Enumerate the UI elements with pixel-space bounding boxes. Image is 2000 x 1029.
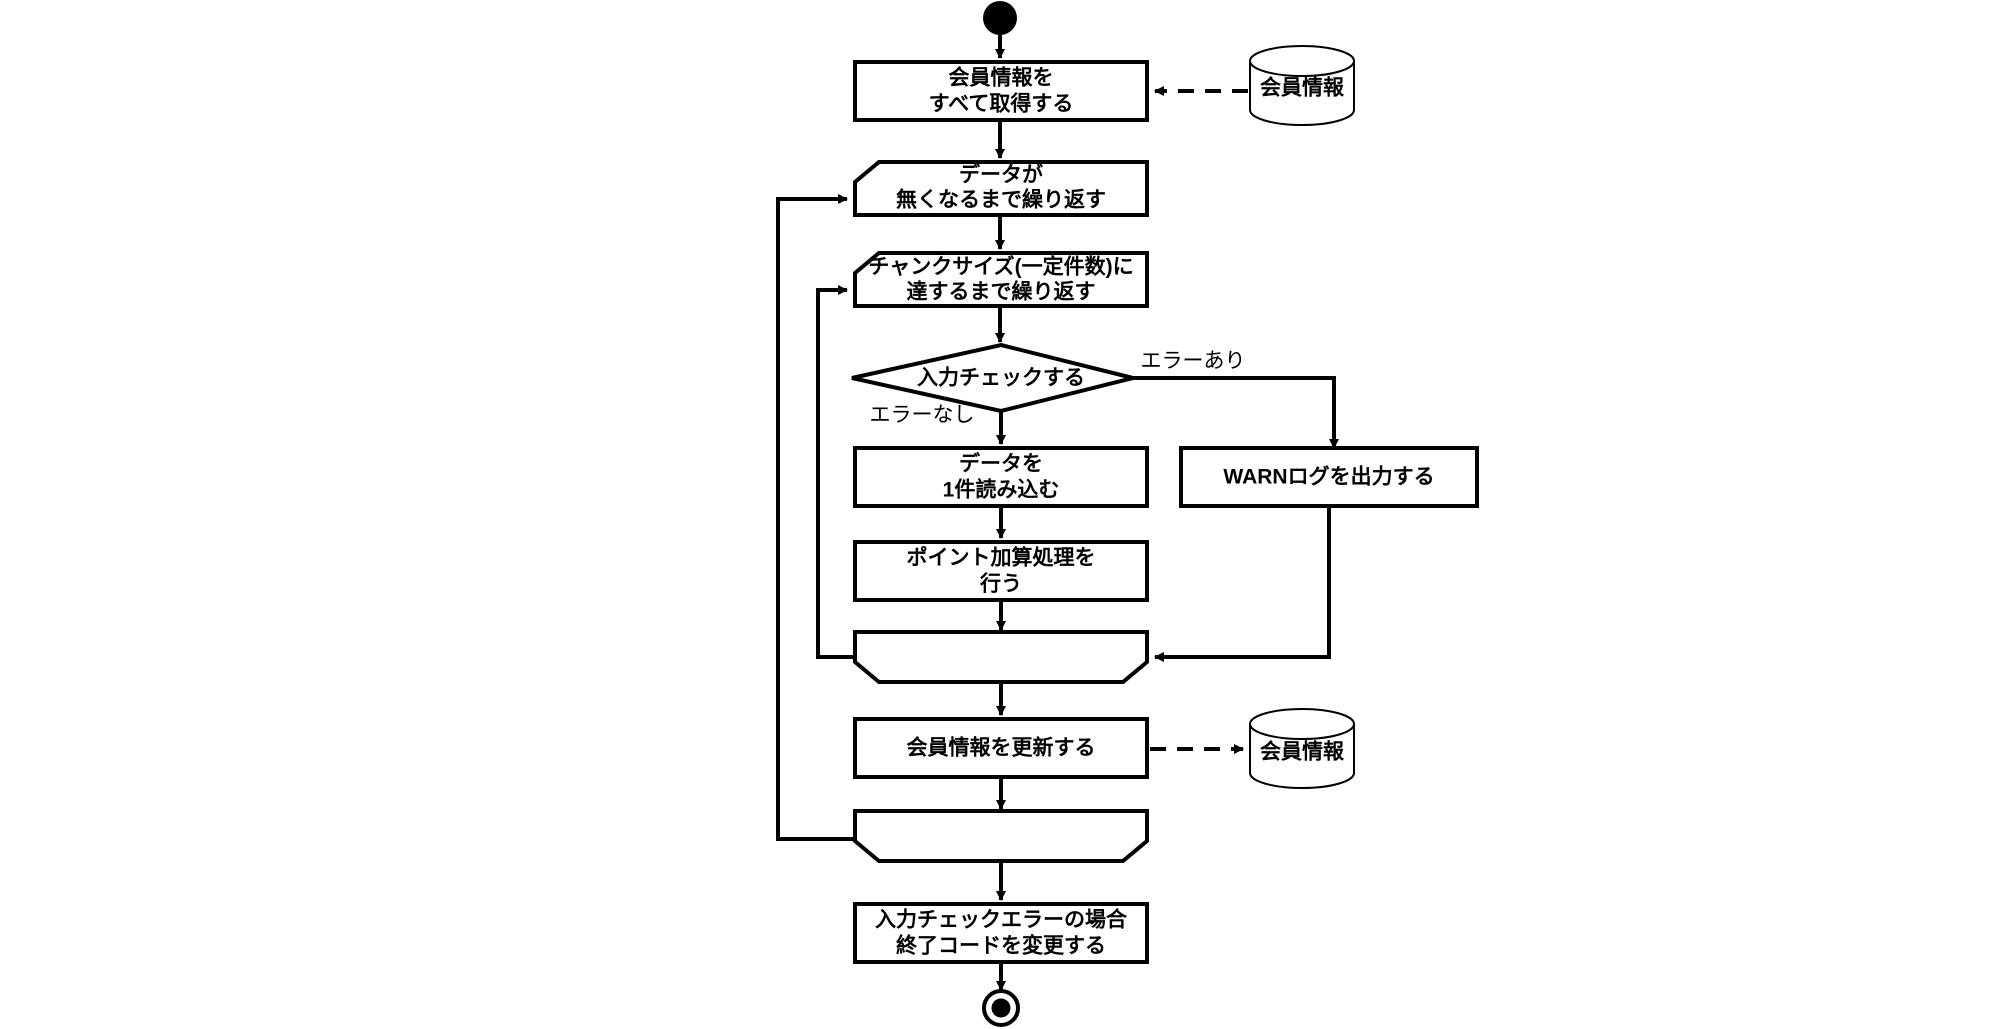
edge-label-error-no: エラーなし [870,404,975,427]
node-input-check: 入力チェックする [851,342,1134,414]
node-db-read-label: 会員情報 [1260,76,1345,100]
edge-loop-data-back [776,194,855,841]
node-db-write: 会員情報 [1249,708,1355,789]
node-exit-code-line2: 終了コードを変更する [896,934,1106,958]
node-exit-code: 入力チェックエラーの場合 終了コードを変更する [853,902,1149,964]
node-warn-log: WARNログを出力する [1179,446,1479,508]
node-read-one-line1: データを [959,452,1043,476]
node-loop-data-start-line2: 無くなるまで繰り返す [896,188,1106,212]
start-node [983,1,1017,35]
node-add-points-line2: 行う [979,572,1022,596]
node-add-points-line1: ポイント加算処理を [907,546,1096,570]
node-read-one: データを 1件読み込む [853,446,1149,508]
edge-loop-chunk-back [816,285,855,659]
node-loop-chunk-start-line1: チャンクサイズ(一定件数)に [868,255,1133,279]
node-loop-chunk-end [853,630,1149,684]
node-loop-data-end [853,809,1149,863]
node-read-one-line2: 1件読み込む [943,478,1060,502]
node-update-members-label: 会員情報を更新する [907,736,1096,760]
node-loop-data-start-line1: データが [959,163,1043,187]
node-db-write-label: 会員情報 [1260,740,1345,764]
node-exit-code-line1: 入力チェックエラーの場合 [875,908,1128,932]
node-fetch-members-line1: 会員情報を [949,66,1054,90]
node-fetch-members-line2: すべて取得する [929,92,1074,116]
node-update-members: 会員情報を更新する [853,717,1149,779]
node-loop-chunk-start: チャンクサイズ(一定件数)に 達するまで繰り返す [853,251,1149,308]
node-add-points: ポイント加算処理を 行う [853,540,1149,602]
edge-label-error-yes: エラーあり [1141,350,1246,373]
edge-warn-to-loop-chunk-end [1154,506,1331,662]
node-warn-log-label: WARNログを出力する [1223,465,1434,489]
node-loop-data-start: データが 無くなるまで繰り返す [853,160,1149,217]
node-db-read: 会員情報 [1249,45,1355,126]
end-node [982,989,1020,1027]
edge-decision-to-warn [1133,376,1339,449]
node-loop-chunk-start-line2: 達するまで繰り返す [907,280,1096,304]
node-input-check-label: 入力チェックする [917,367,1085,390]
node-fetch-members: 会員情報を すべて取得する [853,60,1149,122]
